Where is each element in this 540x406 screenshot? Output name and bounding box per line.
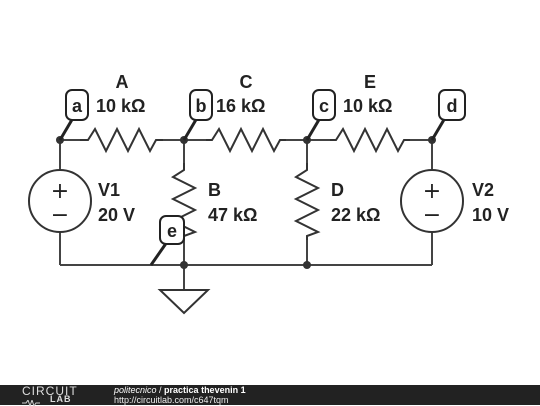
node-label-b: b xyxy=(196,96,207,116)
node-tag-d[interactable]: d xyxy=(430,89,466,141)
node-tag-b[interactable]: b xyxy=(182,89,213,141)
node-label-c: c xyxy=(319,96,329,116)
resistor-a xyxy=(80,126,163,154)
node-tag-c[interactable]: c xyxy=(305,89,336,141)
node-label-e: e xyxy=(167,221,177,241)
resistor-a-value: 10 kΩ xyxy=(96,96,145,116)
v2-minus-sign: − xyxy=(423,203,441,228)
resistor-e-value: 10 kΩ xyxy=(343,96,392,116)
footer-bar: CIRCUIT LAB politecnico / practica theve… xyxy=(0,384,540,406)
resistor-c-name: C xyxy=(240,72,253,92)
circuit-schematic: + − + − a b c d xyxy=(28,72,509,315)
resistor-d-name: D xyxy=(331,180,344,200)
node-tag-e[interactable]: e xyxy=(149,215,185,266)
voltage-source-v2: + − xyxy=(400,169,464,233)
logo-wave-icon xyxy=(22,400,40,406)
circuitlab-logo[interactable]: CIRCUIT LAB xyxy=(0,384,100,406)
junction-dots xyxy=(56,136,436,269)
source-v1-value: 20 V xyxy=(98,205,135,225)
resistor-e-name: E xyxy=(364,72,376,92)
node-label-a: a xyxy=(72,96,83,116)
resistor-d xyxy=(293,163,321,240)
resistor-b xyxy=(170,163,198,240)
resistor-c xyxy=(206,126,286,154)
node-label-d: d xyxy=(447,96,458,116)
source-v2-name: V2 xyxy=(472,180,494,200)
project-title[interactable]: practica thevenin 1 xyxy=(164,385,246,395)
logo-text-top: CIRCUIT xyxy=(22,384,78,398)
ground-icon xyxy=(157,289,211,315)
resistor-d-value: 22 kΩ xyxy=(331,205,380,225)
resistor-b-value: 47 kΩ xyxy=(208,205,257,225)
resistor-c-value: 16 kΩ xyxy=(216,96,265,116)
resistor-a-name: A xyxy=(116,72,129,92)
voltage-source-v1: + − xyxy=(28,169,92,233)
node-tag-a[interactable]: a xyxy=(58,89,89,141)
source-v2-value: 10 V xyxy=(472,205,509,225)
v1-plus-sign: + xyxy=(51,179,69,204)
resistor-b-name: B xyxy=(208,180,221,200)
project-url[interactable]: http://circuitlab.com/c647tqm xyxy=(114,395,229,405)
v2-plus-sign: + xyxy=(423,179,441,204)
logo-text-bottom: LAB xyxy=(50,394,72,404)
footer-info: politecnico / practica thevenin 1 http:/… xyxy=(114,385,246,405)
v1-minus-sign: − xyxy=(51,203,69,228)
path-separator: / xyxy=(156,385,165,395)
source-v1-name: V1 xyxy=(98,180,120,200)
author-link[interactable]: politecnico xyxy=(114,385,157,395)
resistor-e xyxy=(330,126,410,154)
